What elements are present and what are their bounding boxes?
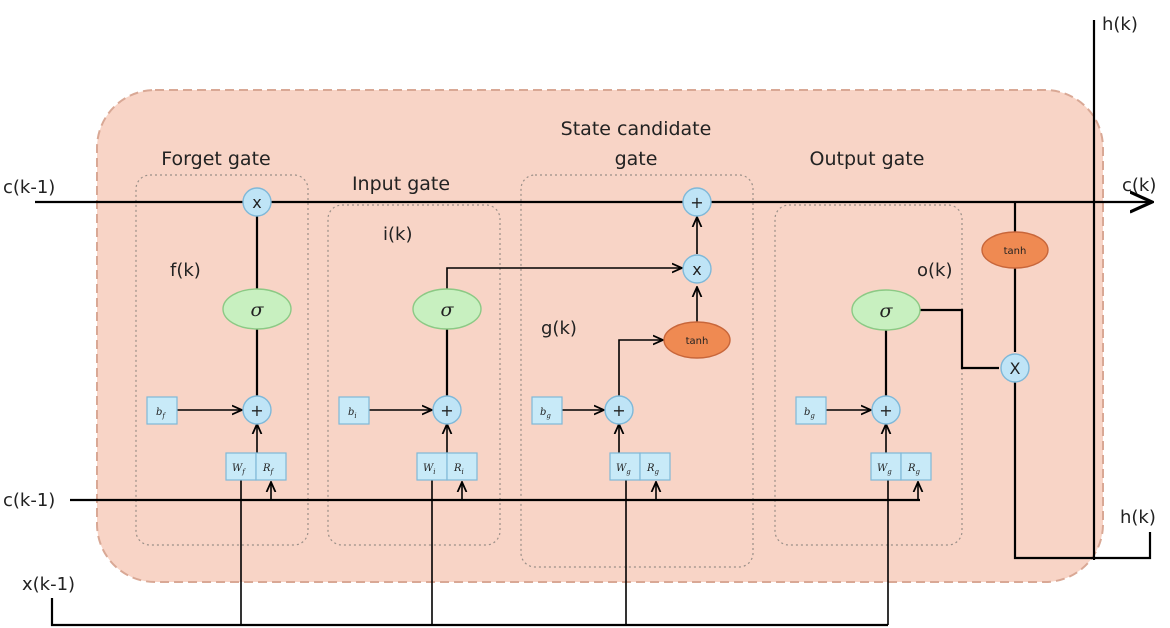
forget-multiply-symbol: x [252, 193, 261, 212]
forget-multiply-node [242, 187, 272, 217]
c-out-label: c(k) [1122, 175, 1156, 196]
h-output-bottom [1013, 368, 1152, 560]
output-sigma-symbol: σ [880, 300, 894, 322]
input-bias-box [338, 396, 370, 425]
output-gate-box [774, 204, 963, 546]
h-right-label: h(k) [1120, 507, 1156, 528]
output-bias-box [795, 396, 827, 425]
forget-gate-title: Forget gate [161, 148, 270, 170]
candidate-multiply-node [682, 254, 712, 284]
candidate-gate-title-line1: State candidate [561, 118, 712, 140]
input-add-symbol: + [440, 401, 453, 420]
candidate-tanh-node [663, 321, 731, 359]
forget-r-label: Rf [262, 463, 275, 476]
forget-bias-box [146, 396, 178, 425]
input-r-box [446, 452, 478, 481]
output-add-node [871, 395, 901, 425]
candidate-multiply-symbol: x [692, 260, 701, 279]
input-bias-label: bi [348, 407, 357, 420]
forget-sigma-symbol: σ [251, 299, 265, 321]
candidate-tanh-label: tanh [686, 336, 709, 347]
cell-background [96, 89, 1104, 583]
output-w-label: Wg [877, 463, 892, 476]
output-sigma-node [851, 289, 921, 331]
cell-tanh-label: tanh [1004, 246, 1027, 257]
output-multiply-node [1000, 353, 1030, 383]
input-w-box [416, 452, 448, 481]
candidate-add-to-tanh [618, 340, 663, 396]
input-add-node [432, 395, 462, 425]
input-gate-title: Input gate [352, 173, 450, 195]
c-prev-bottom-label: c(k-1) [3, 490, 55, 511]
output-multiply-symbol: X [1010, 359, 1021, 378]
x-prev-line [50, 598, 888, 627]
input-var-label: i(k) [383, 224, 412, 245]
candidate-bias-box [531, 396, 563, 425]
candidate-w-box [609, 452, 641, 481]
candidate-w-label: Wg [616, 463, 631, 476]
output-r-label: Rg [907, 463, 921, 476]
forget-add-symbol: + [250, 401, 263, 420]
forget-r-box [255, 452, 287, 481]
output-sigma-to-mult [920, 308, 999, 370]
input-sigma-node [412, 288, 482, 330]
input-w-label: Wi [423, 463, 436, 476]
output-gate-title: Output gate [810, 148, 925, 170]
forget-gate-box [135, 174, 309, 546]
candidate-r-box [639, 452, 671, 481]
output-r-box [900, 452, 932, 481]
input-r-label: Ri [453, 463, 464, 476]
forget-var-label: f(k) [170, 260, 201, 281]
forget-sigma-node [222, 288, 292, 330]
cell-tanh-node [981, 231, 1049, 269]
candidate-add-node [604, 395, 634, 425]
x-prev-label: x(k-1) [22, 574, 75, 595]
input-sigma-to-mult [446, 268, 682, 290]
candidate-gate-title-line2: gate [615, 148, 658, 170]
candidate-add-cell-symbol: + [690, 193, 703, 212]
output-bias-label: bg [804, 407, 815, 420]
candidate-gate-box [520, 174, 754, 568]
output-var-label: o(k) [917, 260, 952, 281]
output-add-symbol: + [879, 401, 892, 420]
forget-w-box [225, 452, 257, 481]
forget-bias-label: bf [156, 407, 166, 420]
input-sigma-symbol: σ [441, 299, 455, 321]
candidate-add-symbol: + [612, 401, 625, 420]
forget-w-label: Wf [232, 463, 246, 476]
h-top-label: h(k) [1102, 14, 1138, 35]
forget-add-node [242, 395, 272, 425]
candidate-r-label: Rg [646, 463, 660, 476]
candidate-add-cell-node [682, 187, 712, 217]
candidate-var-label: g(k) [541, 318, 577, 339]
input-gate-box [327, 204, 501, 546]
candidate-bias-label: bg [540, 407, 551, 420]
c-prev-top-label: c(k-1) [3, 177, 55, 198]
